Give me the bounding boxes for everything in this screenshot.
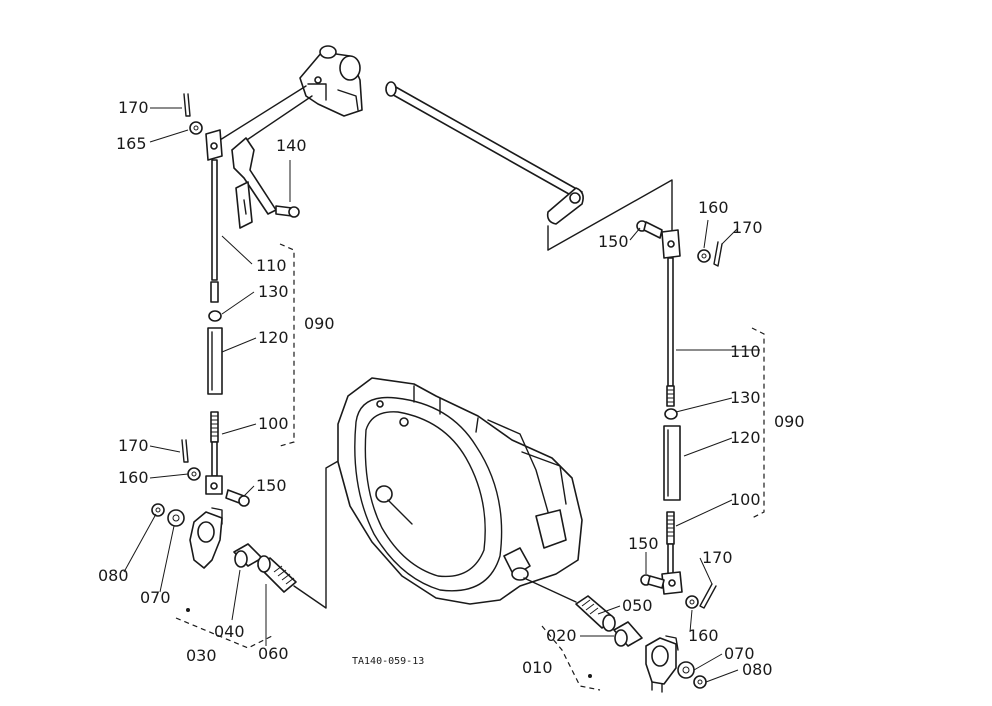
callout-170-left-upper: 170 bbox=[118, 98, 149, 117]
callout-100-left: 100 bbox=[258, 414, 289, 433]
upper-bracket bbox=[299, 45, 363, 117]
callout-030: 030 bbox=[186, 646, 217, 665]
right-upper-clevis bbox=[661, 229, 681, 259]
right-upper-pin bbox=[636, 220, 663, 239]
left-lower-pin bbox=[225, 489, 250, 507]
right-stud-shaft bbox=[575, 595, 616, 632]
callout-140: 140 bbox=[276, 136, 307, 155]
callout-160-right-upper: 160 bbox=[698, 198, 729, 217]
callout-100-right: 100 bbox=[730, 490, 761, 509]
callout-110-left: 110 bbox=[256, 256, 287, 275]
callout-160-right-lower: 160 bbox=[688, 626, 719, 645]
callout-070-left: 070 bbox=[140, 588, 171, 607]
callout-080-left: 080 bbox=[98, 566, 129, 585]
left-washer-upper bbox=[189, 121, 203, 135]
callout-165: 165 bbox=[116, 134, 147, 153]
callout-090-left: 090 bbox=[304, 314, 335, 333]
clutch-housing bbox=[337, 377, 583, 605]
left-rod-assembly bbox=[205, 159, 223, 495]
callout-150-right-lower: 150 bbox=[628, 534, 659, 553]
callout-170-right-lower: 170 bbox=[702, 548, 733, 567]
right-washer-lower bbox=[685, 595, 699, 609]
leader-housing-right bbox=[523, 577, 577, 603]
right-lower-lever bbox=[645, 635, 679, 693]
callout-070-right: 070 bbox=[724, 644, 755, 663]
left-stud-shaft bbox=[257, 555, 297, 593]
callout-090-right: 090 bbox=[774, 412, 805, 431]
callout-110-right: 110 bbox=[730, 342, 761, 361]
left-washer bbox=[167, 509, 185, 527]
callout-120-left: 120 bbox=[258, 328, 289, 347]
drawing-code: TA140-059-13 bbox=[352, 656, 425, 667]
left-washer-lower bbox=[187, 467, 201, 481]
left-upper-pin bbox=[275, 205, 300, 218]
leader-left-to-housing bbox=[293, 459, 341, 609]
callout-120-right: 120 bbox=[730, 428, 761, 447]
right-lower-pin bbox=[640, 574, 665, 589]
right-washer-upper bbox=[697, 249, 711, 263]
group-bracket-010 bbox=[541, 625, 601, 691]
leader-shaft-right bbox=[547, 179, 673, 251]
callout-150-right-upper: 150 bbox=[598, 232, 629, 251]
group-bracket-090-right bbox=[751, 327, 765, 519]
right-cotter-pin-upper bbox=[713, 241, 723, 267]
right-bushing bbox=[613, 621, 643, 647]
callout-130-left: 130 bbox=[258, 282, 289, 301]
callout-160-left: 160 bbox=[118, 468, 149, 487]
left-cotter-pin-upper bbox=[183, 93, 191, 117]
callout-150-left: 150 bbox=[256, 476, 287, 495]
right-rod-assembly bbox=[661, 257, 683, 595]
leader-lines bbox=[123, 107, 760, 683]
callout-130-right: 130 bbox=[730, 388, 761, 407]
callout-040: 040 bbox=[214, 622, 245, 641]
group-bracket-090-left bbox=[279, 243, 295, 447]
leader-bracket-left bbox=[219, 85, 307, 141]
callout-020: 020 bbox=[546, 626, 577, 645]
callout-080-right: 080 bbox=[742, 660, 773, 679]
left-snap-ring bbox=[151, 503, 165, 517]
cross-shaft bbox=[385, 81, 584, 225]
left-bushing bbox=[233, 543, 263, 568]
callout-170-right-upper: 170 bbox=[732, 218, 763, 237]
callout-010: 010 bbox=[522, 658, 553, 677]
left-cotter-pin-lower bbox=[181, 439, 189, 463]
right-snap-ring bbox=[693, 675, 707, 689]
left-lower-lever bbox=[189, 507, 223, 569]
callout-050: 050 bbox=[622, 596, 653, 615]
right-cotter-pin-lower bbox=[699, 583, 717, 609]
callout-170-left-lower: 170 bbox=[118, 436, 149, 455]
right-washer bbox=[677, 661, 695, 679]
callout-060: 060 bbox=[258, 644, 289, 663]
